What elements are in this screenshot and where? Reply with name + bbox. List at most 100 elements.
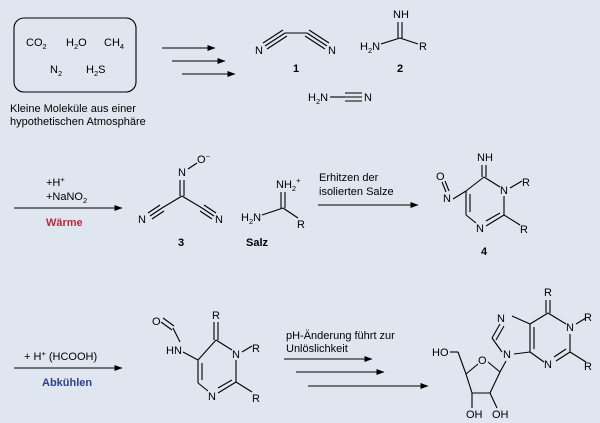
bond bbox=[182, 351, 199, 361]
bond bbox=[444, 180, 450, 192]
bond bbox=[151, 210, 165, 220]
atom-r: R bbox=[544, 287, 552, 299]
bond bbox=[241, 345, 253, 353]
bond bbox=[380, 37, 401, 45]
reagent-h-plus: +H+ bbox=[46, 175, 65, 189]
atom-n: N bbox=[497, 313, 505, 325]
bond bbox=[264, 32, 286, 47]
bond bbox=[575, 317, 587, 325]
condition-cooling: Abkühlen bbox=[42, 377, 92, 389]
bond bbox=[529, 312, 549, 325]
formylamino-pyrimidine: O HN R N R R N bbox=[152, 310, 260, 405]
bond bbox=[261, 207, 284, 216]
cyanamide: H2N N bbox=[308, 92, 372, 106]
bond bbox=[509, 180, 523, 189]
atom-r: R bbox=[252, 393, 260, 405]
bond bbox=[529, 351, 545, 363]
bond bbox=[547, 312, 567, 325]
atom-r: R bbox=[419, 41, 427, 53]
atom-n: N bbox=[215, 214, 223, 226]
bond bbox=[457, 351, 467, 375]
atom-n: N bbox=[178, 167, 186, 179]
atom-oh: OH bbox=[466, 409, 483, 421]
bond bbox=[160, 321, 173, 331]
nucleoside: R N R R N N N O HO OH OH bbox=[432, 287, 592, 421]
atom-nh: NH bbox=[477, 152, 493, 164]
bond bbox=[235, 381, 253, 393]
bond bbox=[199, 210, 213, 220]
atom-oh: OH bbox=[492, 409, 509, 421]
atom-r: R bbox=[252, 343, 260, 355]
atom-o: O bbox=[152, 316, 161, 328]
atom-n: N bbox=[443, 193, 451, 205]
bond bbox=[489, 392, 498, 409]
bond bbox=[187, 162, 198, 170]
atom-r: R bbox=[584, 361, 592, 373]
molecule-ch4: CH4 bbox=[104, 37, 124, 51]
bond bbox=[465, 373, 473, 394]
compound-4-label: 4 bbox=[481, 246, 488, 258]
atmosphere-box: CO2 H2O CH4 N2 H2S bbox=[13, 17, 137, 93]
atmosphere-caption-line2: hypothetischen Atmosphäre bbox=[10, 116, 146, 128]
step-text-ph-line1: pH-Änderung führt zur bbox=[286, 330, 395, 342]
bond bbox=[306, 32, 328, 47]
salt-amidinium: NH2+ H2N R Salz bbox=[241, 176, 305, 249]
atom-h2n: H2N bbox=[308, 92, 328, 106]
bond bbox=[452, 190, 467, 200]
bond bbox=[304, 35, 326, 50]
atom-n: N bbox=[328, 45, 336, 57]
atom-nh: NH bbox=[393, 9, 409, 21]
bond bbox=[201, 207, 215, 217]
atom-n: N bbox=[544, 359, 552, 371]
bond bbox=[282, 207, 299, 219]
bond bbox=[399, 37, 419, 45]
atom-n: N bbox=[255, 45, 263, 57]
bond bbox=[513, 351, 531, 355]
atom-n: N bbox=[500, 185, 508, 197]
atom-r: R bbox=[297, 219, 305, 231]
bond bbox=[197, 382, 209, 392]
stage3-arrows bbox=[284, 356, 429, 389]
atom-r: R bbox=[520, 224, 528, 236]
bond bbox=[465, 176, 485, 192]
compound-1-malononitrile: N N 1 bbox=[255, 29, 336, 75]
atom-n: N bbox=[364, 92, 372, 104]
bond bbox=[487, 361, 501, 373]
bond bbox=[553, 348, 567, 358]
salt-label: Salz bbox=[246, 237, 269, 249]
atom-nh2-plus: NH2+ bbox=[276, 176, 301, 193]
atom-ho: HO bbox=[432, 347, 449, 359]
bond bbox=[149, 207, 163, 217]
bond bbox=[465, 363, 479, 375]
bond bbox=[441, 181, 447, 193]
bond bbox=[162, 317, 175, 327]
bond bbox=[483, 176, 501, 188]
bond bbox=[485, 214, 505, 227]
bond bbox=[503, 214, 521, 226]
bond bbox=[491, 337, 503, 353]
compound-2-amidine: NH H2N R 2 bbox=[360, 9, 427, 75]
step-text-ph-line2: Unlöslichkeit bbox=[286, 343, 348, 355]
bond bbox=[147, 204, 161, 214]
step-text-heating-line2: isolierten Salze bbox=[319, 186, 394, 198]
compound-2-label: 2 bbox=[397, 63, 403, 75]
bond bbox=[569, 351, 587, 363]
bond bbox=[465, 214, 477, 224]
reagent-nano2: +NaNO2 bbox=[46, 191, 87, 205]
atom-r: R bbox=[212, 310, 220, 322]
compound-3-oxime: N O− N N 3 bbox=[138, 152, 223, 249]
atom-n: N bbox=[208, 391, 216, 403]
atom-o: O bbox=[436, 171, 445, 183]
bond bbox=[181, 195, 203, 209]
bond bbox=[215, 339, 233, 351]
atom-r: R bbox=[584, 312, 592, 324]
atmosphere-frame bbox=[13, 17, 137, 93]
reagent-formic-acid: + H+ (HCOOH) bbox=[24, 349, 97, 363]
bond bbox=[161, 195, 183, 209]
bond bbox=[217, 379, 233, 389]
bond bbox=[266, 35, 288, 50]
atom-h2n: H2N bbox=[241, 212, 261, 226]
atom-o: O bbox=[478, 355, 487, 367]
bond bbox=[555, 351, 571, 362]
